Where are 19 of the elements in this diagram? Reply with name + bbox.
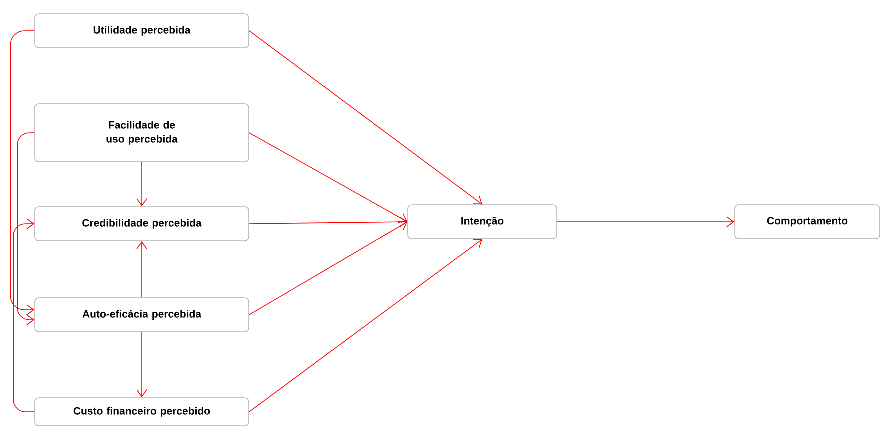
- concept-box: Custo financeiro percebido: [34, 398, 250, 426]
- arrow: [249, 132, 408, 223]
- concept-box: Facilidade de uso percebida: [34, 104, 250, 162]
- arrow: [136, 162, 148, 207]
- concept-box: Utilidade percebida: [34, 14, 250, 48]
- concept-box: Comportamento: [734, 204, 880, 240]
- arrow: [136, 332, 148, 398]
- arrow: [136, 241, 148, 298]
- arrow: [249, 221, 408, 316]
- concept-box: Intenção: [408, 204, 558, 240]
- arrow: [249, 216, 408, 228]
- arrow: [249, 30, 482, 205]
- concept-box: Auto-eficácia percebida: [34, 298, 250, 332]
- arrow: [13, 218, 35, 412]
- concept-box: Credibilidade percebida: [34, 206, 250, 242]
- arrow: [249, 239, 482, 412]
- arrow: [17, 132, 35, 326]
- arrow: [10, 30, 35, 316]
- arrow: [557, 216, 735, 228]
